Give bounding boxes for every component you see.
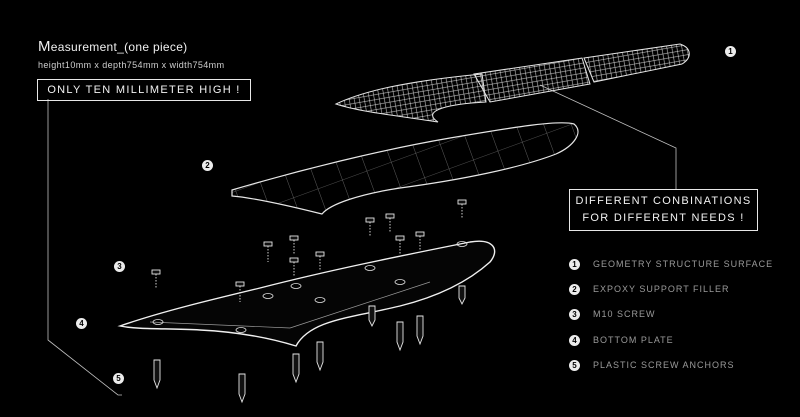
title-text: easurement_(one piece)	[50, 40, 188, 54]
legend-item-bottom-plate: 4 BOTTOM PLATE	[569, 333, 674, 347]
legend-label-1: GEOMETRY STRUCTURE SURFACE	[593, 259, 774, 269]
bottom-plate-layer	[117, 240, 496, 347]
legend-label-4: BOTTOM PLATE	[593, 335, 674, 345]
plastic-anchors	[153, 285, 466, 404]
legend-number-3: 3	[569, 308, 580, 320]
legend-label-2: EXPOXY SUPPORT FILLER	[593, 284, 730, 294]
marker-5: 5	[113, 373, 124, 384]
legend-item-m10-screw: 3 M10 SCREW	[569, 307, 656, 321]
legend-number-2: 2	[569, 283, 580, 295]
legend-number-5: 5	[569, 359, 580, 371]
marker-3: 3	[114, 261, 125, 272]
epoxy-filler-layer	[231, 122, 579, 215]
title-initial: M	[38, 38, 51, 55]
legend-label-3: M10 SCREW	[593, 309, 656, 319]
marker-4: 4	[76, 318, 87, 329]
geometry-surface-layer	[334, 43, 690, 123]
marker-2: 2	[202, 160, 213, 171]
legend-item-geometry-surface: 1 GEOMETRY STRUCTURE SURFACE	[569, 257, 773, 271]
legend-item-epoxy-filler: 2 EXPOXY SUPPORT FILLER	[569, 282, 730, 296]
dimensions-text: height10mm x depth754mm x width754mm	[38, 60, 225, 70]
combinations-callout: DIFFERENT CONBINATIONS FOR DIFFERENT NEE…	[569, 189, 758, 231]
height-callout: ONLY TEN MILLIMETER HIGH !	[37, 79, 251, 101]
legend-label-5: PLASTIC SCREW ANCHORS	[593, 360, 735, 370]
legend-number-1: 1	[569, 258, 580, 270]
leader-lines	[47, 84, 677, 396]
legend-item-plastic-anchors: 5 PLASTIC SCREW ANCHORS	[569, 358, 735, 372]
screws	[151, 199, 467, 302]
legend-number-4: 4	[569, 334, 580, 346]
combinations-line-1: DIFFERENT CONBINATIONS	[575, 195, 752, 207]
combinations-line-2: FOR DIFFERENT NEEDS !	[582, 212, 745, 224]
marker-1: 1	[725, 46, 736, 57]
measurement-title: Measurement_(one piece)	[38, 38, 187, 55]
